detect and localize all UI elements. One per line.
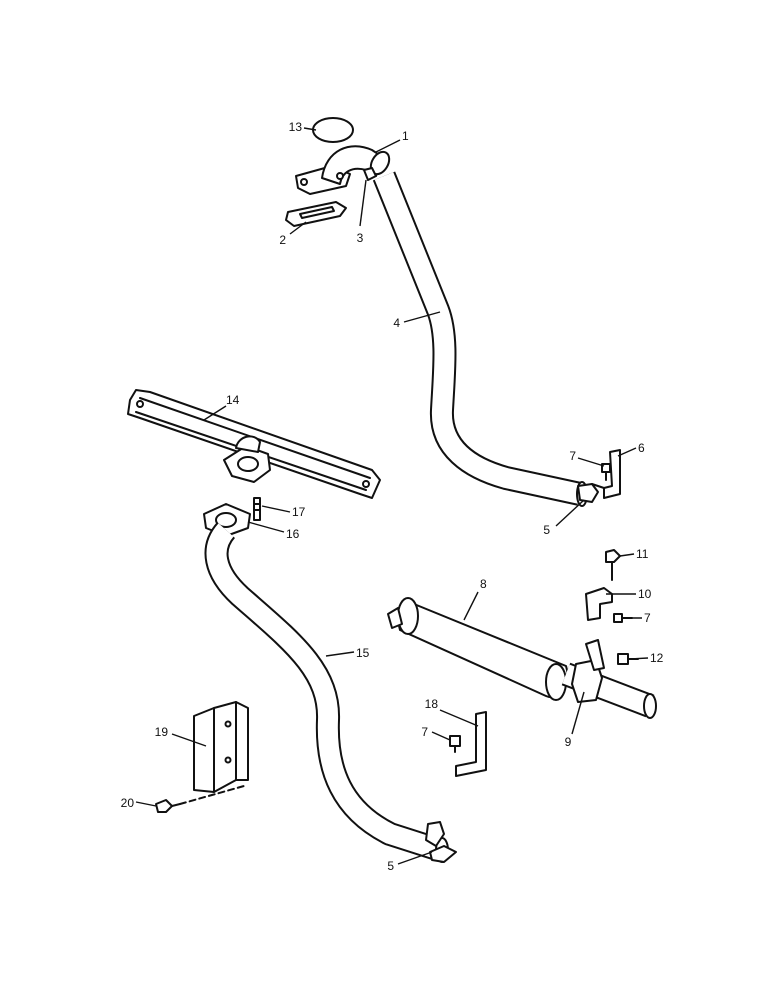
callout-5-lower: 5	[387, 859, 394, 873]
part-8-muffler	[387, 597, 569, 701]
part-9-muffler-clamp	[571, 639, 605, 703]
callout-17: 17	[292, 505, 306, 519]
part-5-clamp-upper	[577, 483, 605, 503]
callout-20: 20	[121, 796, 135, 810]
callout-13: 13	[289, 120, 303, 134]
callout-5-upper: 5	[543, 523, 550, 537]
part-14-manifold	[127, 389, 381, 499]
callout-16: 16	[286, 527, 300, 541]
callout-4: 4	[393, 316, 400, 330]
callout-15: 15	[356, 646, 370, 660]
part-15-pipe	[204, 522, 449, 863]
callout-12: 12	[650, 651, 664, 665]
part-20-bolt	[155, 785, 245, 813]
part-10-bracket	[585, 587, 613, 621]
part-1-exhaust-elbow	[295, 145, 391, 195]
callout-11: 11	[636, 547, 649, 561]
callout-7-upper: 7	[569, 449, 576, 463]
callout-7-middle: 7	[644, 611, 651, 625]
part-17-stud	[253, 497, 261, 521]
callout-10: 10	[638, 587, 652, 601]
leader-lines	[135, 127, 649, 865]
part-7-bolt-upper	[601, 463, 611, 481]
part-11-bolt	[605, 549, 621, 581]
part-4-pipe	[372, 171, 588, 507]
callout-2: 2	[279, 233, 286, 247]
part-13-cap	[312, 117, 354, 143]
callout-7-lower: 7	[421, 725, 428, 739]
part-19-bracket	[193, 701, 249, 793]
part-6-bracket	[603, 449, 621, 499]
callout-9: 9	[565, 735, 572, 749]
part-2-gasket	[285, 201, 347, 227]
part-5-clamp-lower	[425, 821, 457, 863]
callout-8: 8	[480, 577, 487, 591]
callout-1: 1	[402, 129, 409, 143]
callout-labels: 13 1 2 3 4 14 7 6 5 17 16 11 8 10 7 15 1…	[121, 120, 664, 873]
part-3-nut	[363, 167, 377, 181]
callout-6: 6	[638, 441, 645, 455]
callout-18: 18	[425, 697, 439, 711]
part-18-bracket	[455, 711, 487, 777]
part-7-bolt-lower	[449, 735, 461, 753]
callout-19: 19	[155, 725, 169, 739]
callout-3: 3	[357, 231, 364, 245]
callout-14: 14	[226, 393, 240, 407]
